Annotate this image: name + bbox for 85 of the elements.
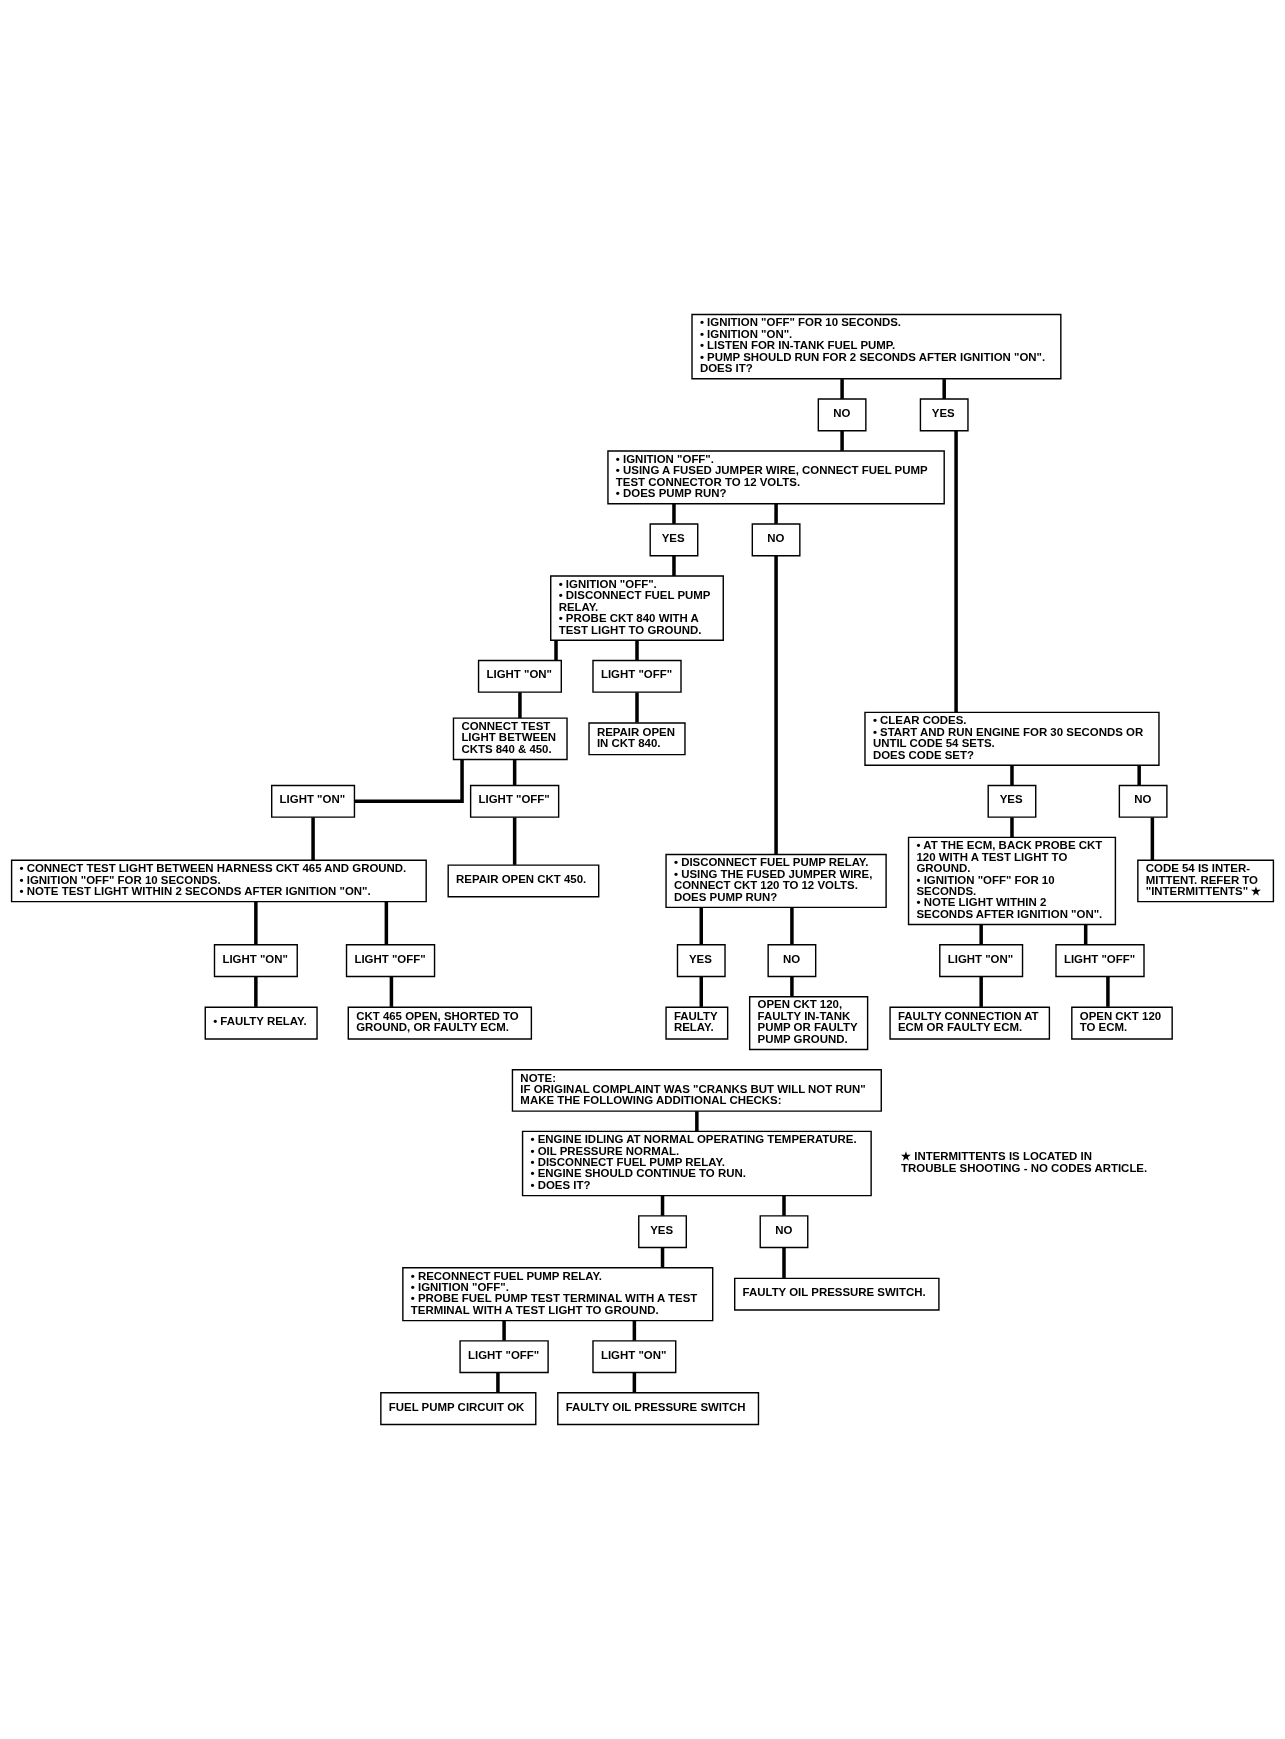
node-box: CODE 54 IS INTER- MITTENT. REFER TO "INTERMITTENTS" ★ — [1137, 859, 1275, 903]
connector — [635, 640, 639, 661]
connector — [354, 759, 464, 804]
node-box: • DISCONNECT FUEL PUMP RELAY. • USING THE FUSED JUMPER WIRE, CONNECT CKT 120 TO 12 VOLTS. DOES PUMP RUN? — [665, 853, 887, 909]
node-box: • CLEAR CODES. • START AND RUN ENGINE FOR 30 SECONDS OR UNTIL CODE 54 SETS. DOES CODE SET? — [864, 711, 1160, 766]
node-box: LIGHT "OFF" — [1055, 944, 1145, 978]
label: ★ INTERMITTENTS IS LOCATED IN TROUBLE SHOOTING - NO CODES ARTICLE. — [901, 1150, 1148, 1174]
connector — [311, 817, 315, 860]
node-box: NO — [817, 398, 867, 432]
node-box: NO — [759, 1215, 809, 1249]
connector — [254, 976, 258, 1007]
connector — [502, 1320, 506, 1341]
node-box: LIGHT "ON" — [939, 944, 1024, 978]
node-box: • ENGINE IDLING AT NORMAL OPERATING TEMPERATURE. • OIL PRESSURE NORMAL. • DISCONNECT FUEL PUMP RELAY. • ENGINE SHOULD CONTINUE TO RUN. • DOES IT? — [521, 1130, 872, 1197]
node-box: YES — [638, 1215, 687, 1249]
connector — [1106, 976, 1110, 1007]
node-box: LIGHT "OFF" — [592, 659, 682, 693]
connector — [774, 555, 778, 855]
connector — [512, 759, 517, 786]
connector — [979, 924, 983, 945]
node-box: • FAULTY RELAY. — [204, 1006, 318, 1040]
node-box: NO — [751, 523, 801, 557]
connector — [1150, 817, 1155, 860]
connector — [782, 1247, 786, 1278]
node-box: FAULTY OIL PRESSURE SWITCH. — [734, 1277, 940, 1311]
node-box: CONNECT TEST LIGHT BETWEEN CKTS 840 & 450. — [452, 717, 568, 761]
connector — [672, 556, 676, 576]
connector — [389, 976, 394, 1007]
node-box: YES — [676, 944, 726, 978]
node-box: LIGHT "OFF" — [345, 944, 436, 978]
node-box: NO — [1118, 784, 1168, 818]
node-box: REPAIR OPEN IN CKT 840. — [588, 722, 686, 756]
connector — [632, 1320, 637, 1341]
node-box: LIGHT "ON" — [213, 944, 298, 978]
node-box: FAULTY OIL PRESSURE SWITCH — [557, 1392, 760, 1426]
connector — [699, 976, 703, 1007]
connector — [660, 1247, 665, 1268]
node-box: • RECONNECT FUEL PUMP RELAY. • IGNITION "OFF". • PROBE FUEL PUMP TEST TERMINAL WITH A TEST TERMINAL WITH A TEST LIGHT TO GROUND. — [402, 1267, 714, 1322]
connector — [1083, 924, 1088, 945]
node-box: LIGHT "ON" — [477, 659, 562, 693]
node-box: REPAIR OPEN CKT 450. — [447, 864, 600, 898]
connector — [518, 692, 522, 718]
node-box: • IGNITION "OFF". • DISCONNECT FUEL PUMP RELAY. • PROBE CKT 840 WITH A TEST LIGHT TO GROUND. — [550, 575, 724, 641]
node-box: YES — [919, 398, 969, 432]
node-box: OPEN CKT 120 TO ECM. — [1071, 1006, 1173, 1040]
connector — [942, 379, 946, 399]
node-box: FUEL PUMP CIRCUIT OK — [380, 1392, 537, 1426]
connector — [384, 901, 389, 945]
node-box: NO — [767, 944, 817, 978]
connector — [782, 1196, 786, 1216]
node-box: • AT THE ECM, BACK PROBE CKT 120 WITH A TEST LIGHT TO GROUND. • IGNITION "OFF" FOR 10 SECONDS. • NOTE LIGHT WITHIN 2 SECONDS AFTER IGNITION "ON". — [907, 836, 1117, 926]
node-box: FAULTY CONNECTION AT ECM OR FAULTY ECM. — [889, 1006, 1051, 1040]
connector — [496, 1372, 500, 1393]
node-box: • CONNECT TEST LIGHT BETWEEN HARNESS CKT 465 AND GROUND. • IGNITION "OFF" FOR 10 SECONDS. • NOTE TEST LIGHT WITHIN 2 SECONDS AFTER IGNITION "ON". — [10, 859, 427, 903]
connector — [672, 503, 676, 524]
connector — [699, 907, 703, 945]
node-box: LIGHT "OFF" — [459, 1340, 549, 1374]
node-box: • IGNITION "OFF". • USING A FUSED JUMPER WIRE, CONNECT FUEL PUMP TEST CONNECTOR TO 12 VOLTS. • DOES PUMP RUN? — [607, 450, 945, 505]
connector — [790, 907, 794, 945]
connector — [840, 379, 844, 399]
connector — [954, 430, 958, 713]
connector — [840, 430, 844, 451]
connector — [774, 503, 778, 524]
node-box: LIGHT "ON" — [271, 784, 356, 818]
connector — [1137, 765, 1141, 786]
node-box: LIGHT "OFF" — [469, 784, 560, 818]
connector — [635, 692, 639, 723]
connector — [554, 640, 558, 661]
node-box: LIGHT "ON" — [592, 1340, 677, 1374]
node-box: • IGNITION "OFF" FOR 10 SECONDS. • IGNITION "ON". • LISTEN FOR IN-TANK FUEL PUMP. • PUMP SHOULD RUN FOR 2 SECONDS AFTER IGNITION "ON". DOES IT? — [691, 313, 1062, 380]
connector — [632, 1372, 637, 1393]
node-box: OPEN CKT 120, FAULTY IN-TANK PUMP OR FAULTY PUMP GROUND. — [748, 996, 869, 1051]
connector — [695, 1111, 699, 1132]
connector — [790, 976, 794, 997]
connector — [660, 1196, 665, 1216]
node-box: YES — [987, 784, 1037, 818]
connector — [979, 976, 983, 1007]
connector — [512, 817, 517, 865]
connector — [254, 901, 258, 945]
connector — [1010, 765, 1014, 786]
connector — [1010, 817, 1014, 838]
node-box: FAULTY RELAY. — [665, 1006, 729, 1040]
node-box: YES — [649, 523, 699, 557]
node-box: NOTE: IF ORIGINAL COMPLAINT WAS "CRANKS BUT WILL NOT RUN" MAKE THE FOLLOWING ADDITIONAL CHECKS: — [511, 1069, 882, 1112]
node-box: CKT 465 OPEN, SHORTED TO GROUND, OR FAULTY ECM. — [347, 1006, 533, 1040]
